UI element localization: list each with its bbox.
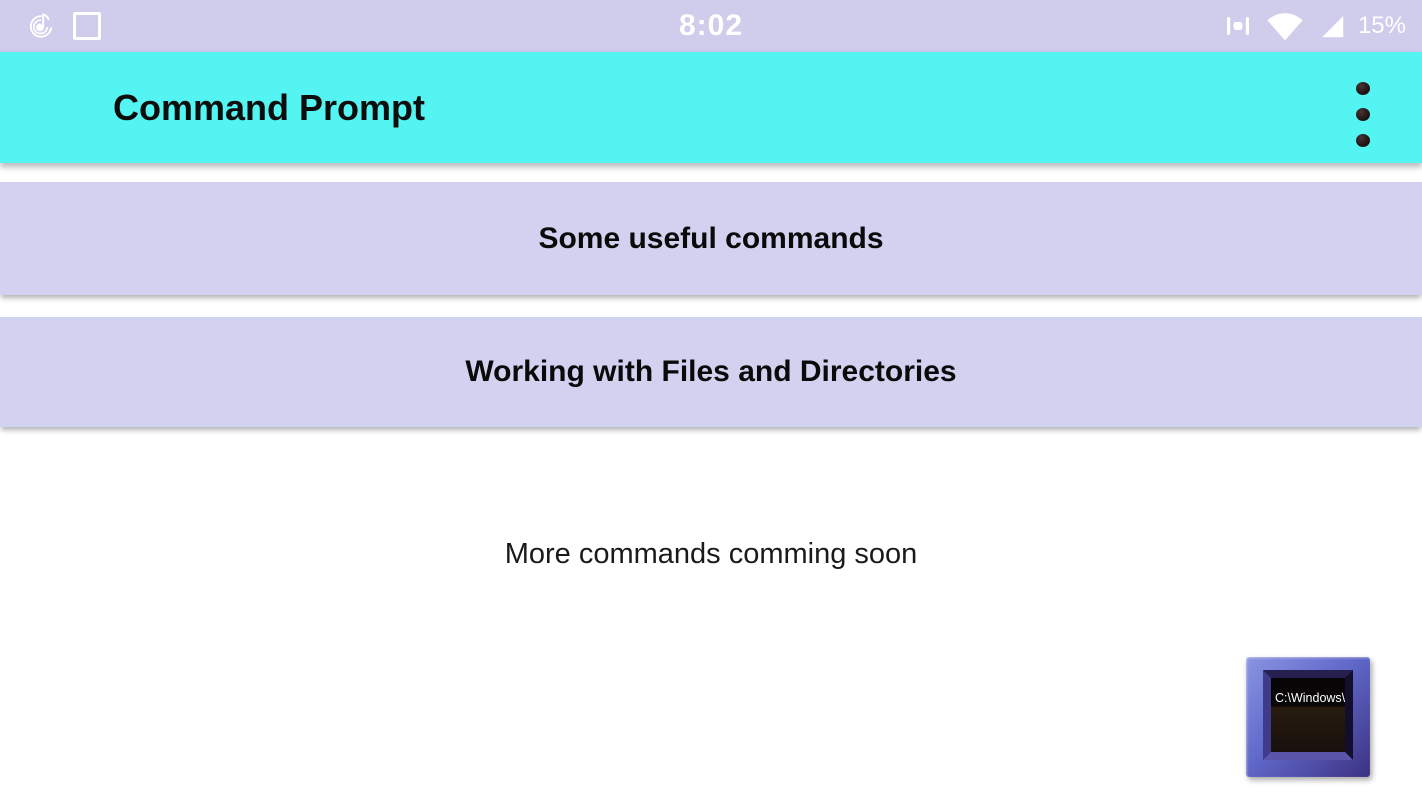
- card-working-with-files-and-directories[interactable]: Working with Files and Directories: [0, 317, 1422, 427]
- coming-soon-text: More commands comming soon: [504, 538, 918, 570]
- command-prompt-image-screen: C:\Windows\: [1271, 678, 1345, 752]
- vibrate-icon: [1223, 11, 1253, 41]
- status-bar-system-icons: 15%: [1223, 0, 1406, 52]
- card-some-useful-commands[interactable]: Some useful commands: [0, 182, 1422, 295]
- status-bar-notifications: [24, 0, 101, 52]
- wifi-icon: [1264, 10, 1306, 42]
- menu-dot: [1356, 134, 1370, 147]
- card-label: Working with Files and Directories: [465, 355, 957, 388]
- menu-dot: [1356, 82, 1370, 95]
- cell-signal-icon: [1317, 11, 1347, 41]
- status-bar-clock: 8:02: [678, 9, 744, 42]
- music-note-spiral-icon: [24, 9, 56, 43]
- app-bar: Command Prompt: [0, 52, 1422, 163]
- battery-percent: 15%: [1357, 12, 1406, 39]
- three-dot-overflow-menu-icon[interactable]: [1346, 74, 1380, 155]
- menu-dot: [1356, 108, 1370, 121]
- command-prompt-image-bevel: C:\Windows\: [1263, 670, 1353, 760]
- page-title: Command Prompt: [113, 86, 426, 128]
- status-bar: 8:02 15%: [0, 0, 1422, 52]
- command-prompt-image: C:\Windows\: [1246, 657, 1370, 777]
- card-label: Some useful commands: [538, 221, 884, 255]
- square-outline-icon: [73, 12, 101, 40]
